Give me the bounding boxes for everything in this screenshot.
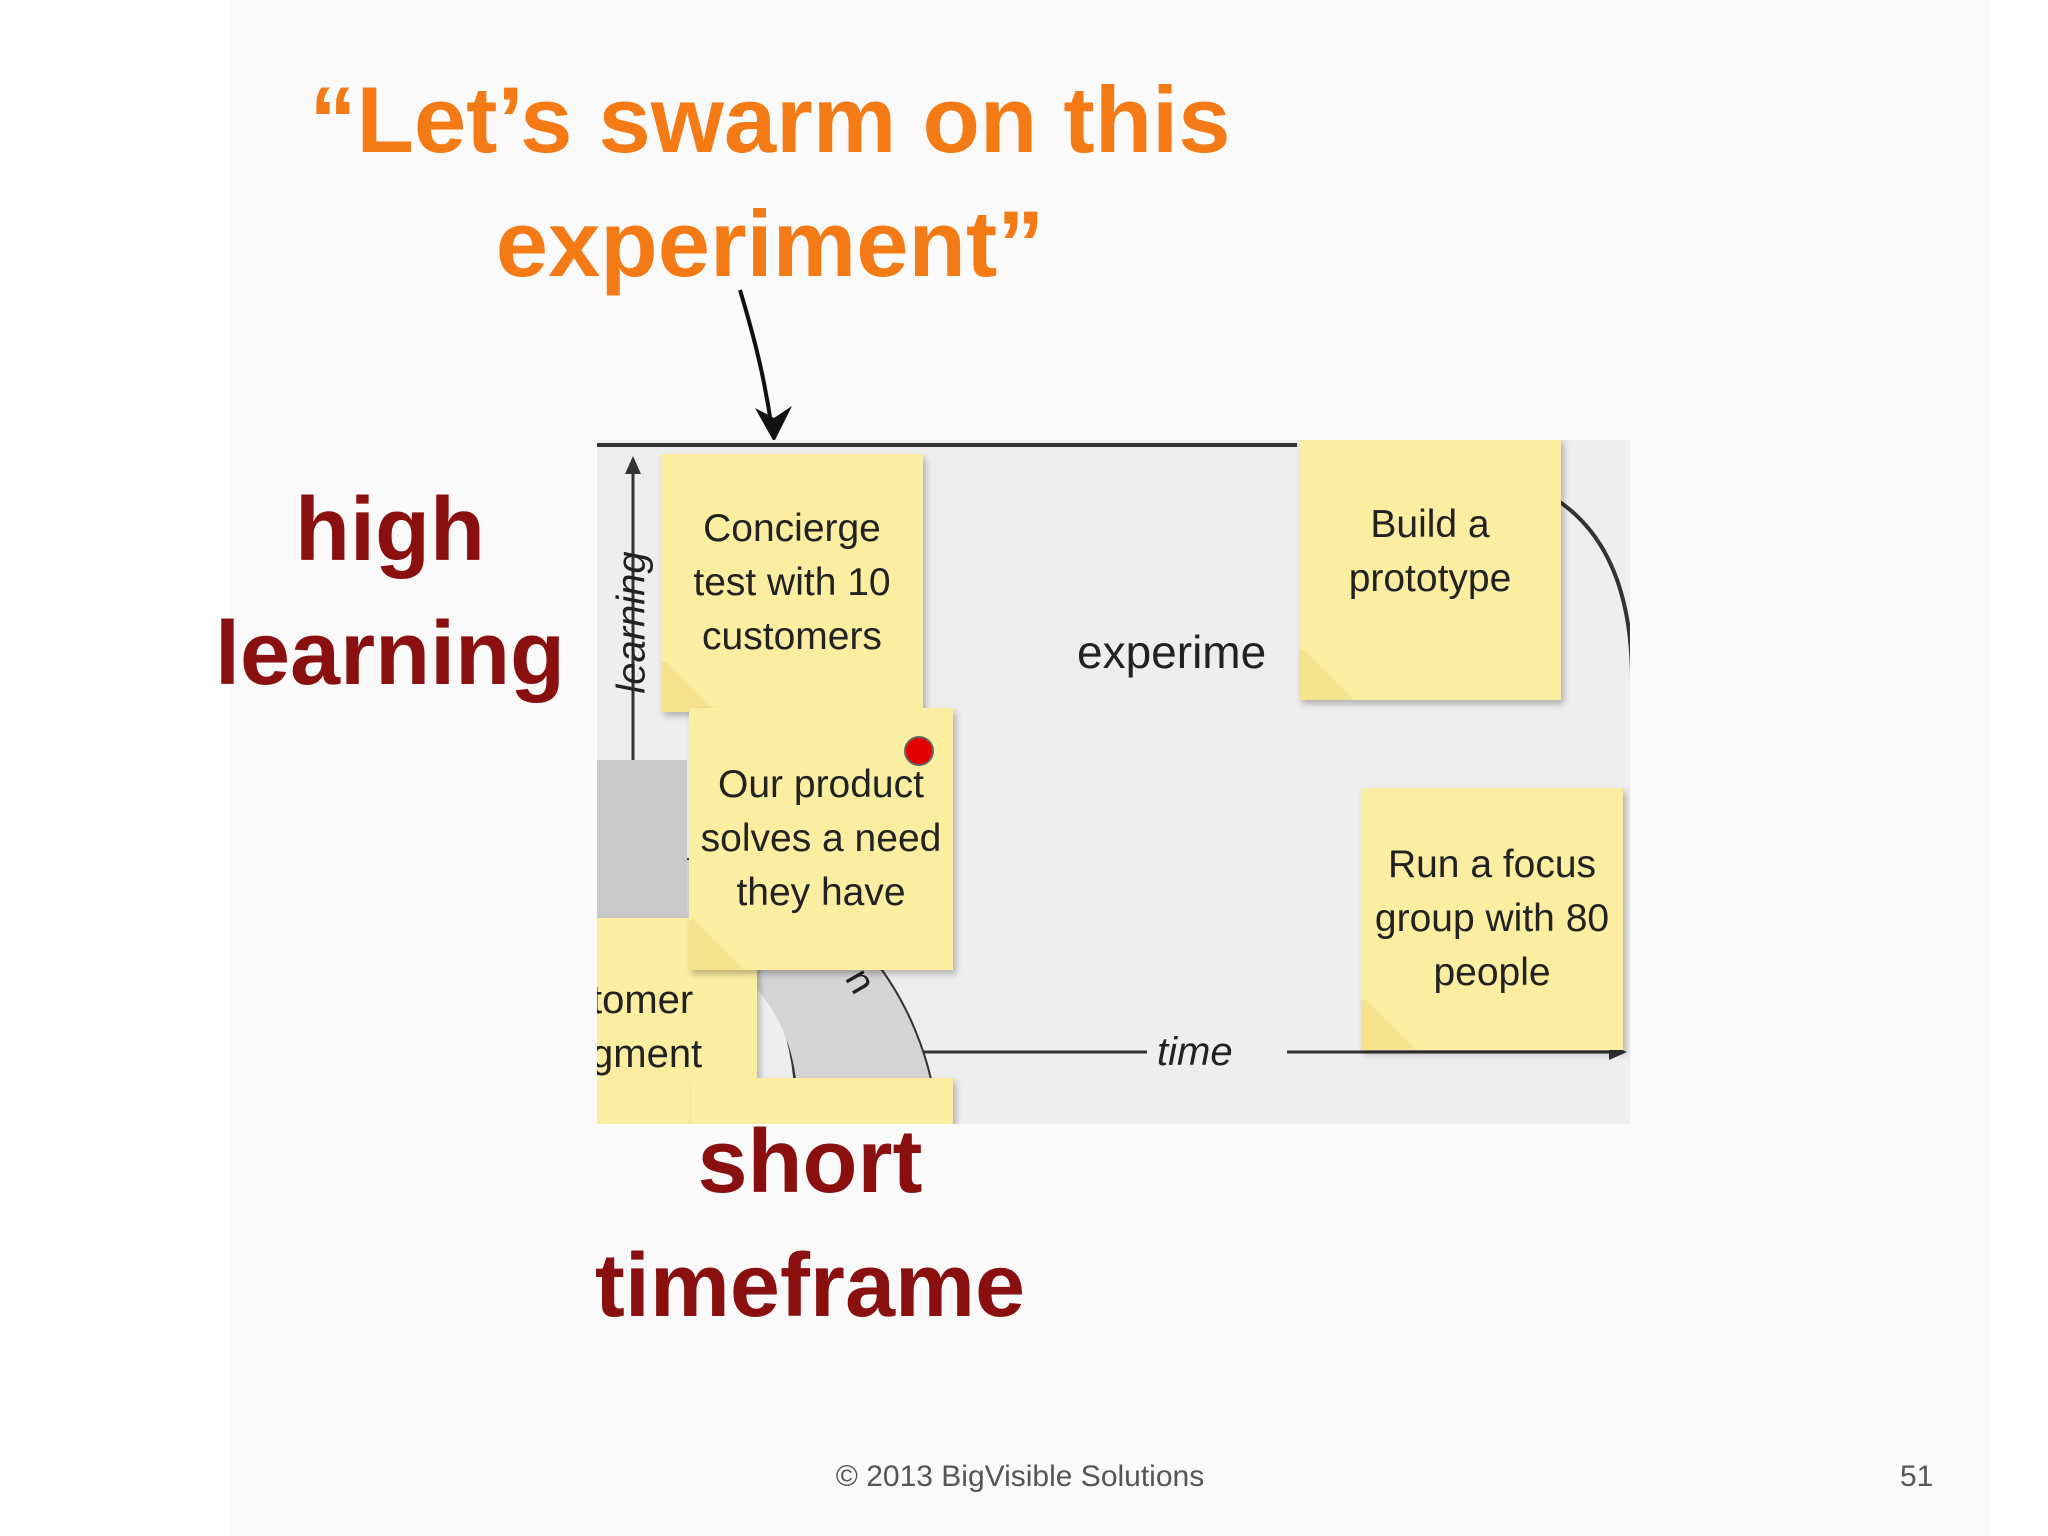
sticky-note-bottom-partial <box>691 1078 953 1124</box>
partial-customer-label: tomer <box>597 978 694 1022</box>
title-line-1: “Let’s swarm on this <box>309 67 1231 172</box>
experiment-diagram: learning time experime tomer gment n Con… <box>597 440 1630 1124</box>
focus-note-text: Run a focus group with 80 people <box>1374 843 1610 994</box>
high-learning-label: high learning <box>190 468 590 716</box>
experiment-region-label: experime <box>1077 626 1267 678</box>
concierge-note-text: Concierge test with 10 customers <box>693 507 891 658</box>
product-note-text: Our product solves a need they have <box>700 763 942 914</box>
title-line-2: experiment” <box>495 191 1045 296</box>
sticky-note-concierge: Concierge test with 10 customers <box>661 454 923 712</box>
learning-axis-arrowhead <box>625 456 641 474</box>
sticky-note-product-need: Our product solves a need they have <box>689 708 953 970</box>
high-word: high <box>295 480 485 580</box>
sticky-note-focus-group: Run a focus group with 80 people <box>1361 788 1623 1050</box>
callout-arrow <box>738 289 792 442</box>
short-timeframe-label: short timeframe <box>560 1100 1060 1348</box>
timeframe-word: timeframe <box>594 1236 1026 1336</box>
learning-word: learning <box>214 604 566 704</box>
footer-copyright: © 2013 BigVisible Solutions <box>835 1460 1205 1493</box>
slide-title: “Let’s swarm on this experiment” <box>260 58 1280 306</box>
partial-segment-label: gment <box>597 1032 703 1076</box>
red-marker-dot <box>904 736 934 766</box>
footer-page-number: 51 <box>1900 1460 1934 1493</box>
time-axis-label: time <box>1157 1030 1233 1074</box>
learning-axis-label: learning <box>609 551 654 694</box>
right-curve <box>1555 498 1630 1124</box>
short-word: short <box>697 1112 923 1212</box>
sticky-note-prototype: Build a prototype <box>1299 440 1561 700</box>
prototype-note-text: Build a prototype <box>1348 503 1512 600</box>
